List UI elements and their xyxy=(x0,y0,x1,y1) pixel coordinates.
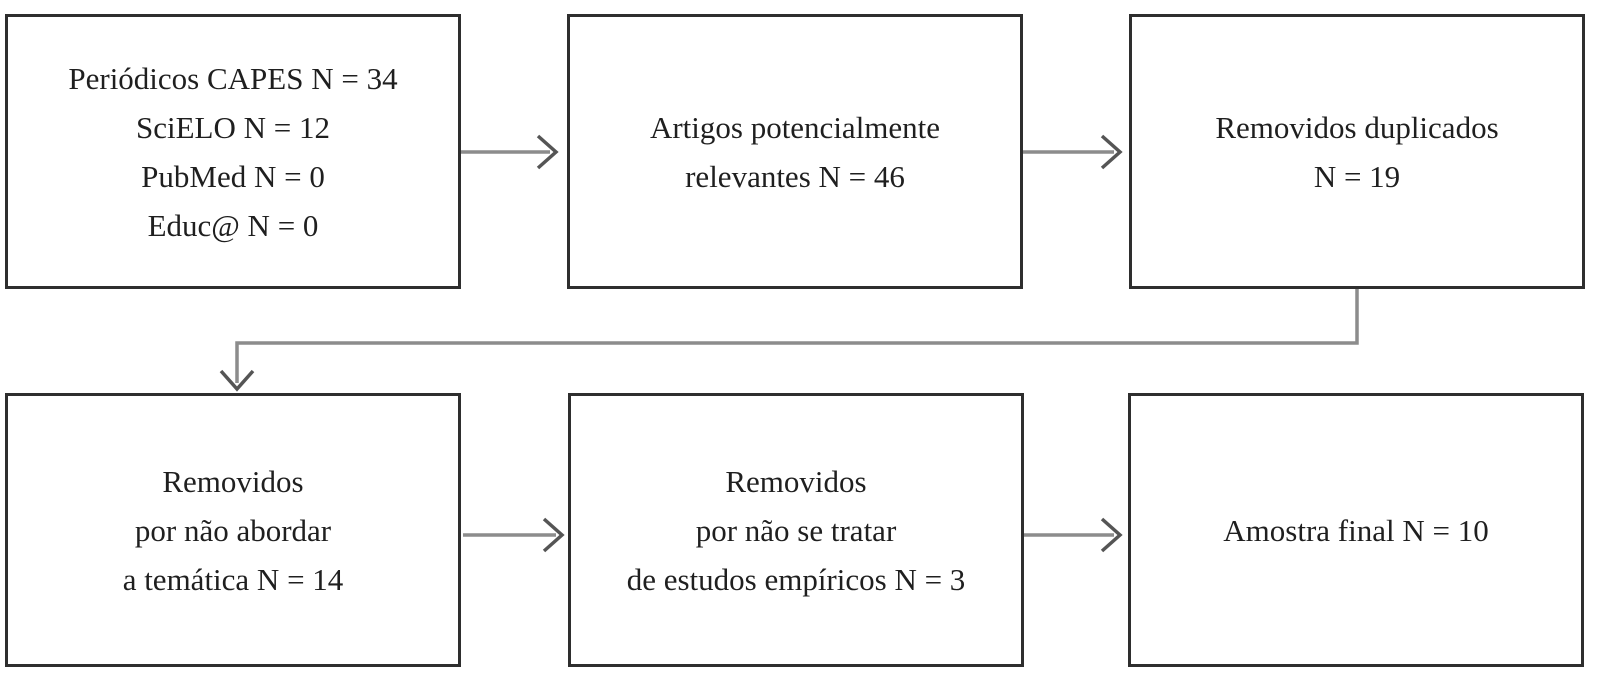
box-text-line: Removidos xyxy=(725,463,867,499)
box-text-line: SciELO N = 12 xyxy=(136,109,330,145)
down-arrowhead-icon xyxy=(219,369,255,392)
box-text-line: Removidos xyxy=(162,463,304,499)
box-duplicates-removed: Removidos duplicados N = 19 xyxy=(1129,14,1585,289)
box-text-line: de estudos empíricos N = 3 xyxy=(626,561,966,597)
box-text-line: Educ@ N = 0 xyxy=(147,207,319,243)
box-text-line: Amostra final N = 10 xyxy=(1223,512,1489,548)
box-search-sources: Periódicos CAPES N = 34 SciELO N = 12 Pu… xyxy=(5,14,461,289)
right-arrowhead-icon xyxy=(542,517,565,553)
box-text-line: relevantes N = 46 xyxy=(685,158,905,194)
box-text-line: a temática N = 14 xyxy=(122,561,344,597)
box-removed-nonempirical: Removidos por não se tratar de estudos e… xyxy=(568,393,1024,667)
box-text-line: Periódicos CAPES N = 34 xyxy=(68,60,398,96)
arrow-sources-to-relevant xyxy=(460,134,559,170)
box-text-line: por não abordar xyxy=(134,512,332,548)
box-text-line: por não se tratar xyxy=(695,512,897,548)
box-removed-offtopic: Removidos por não abordar a temática N =… xyxy=(5,393,461,667)
box-final-sample: Amostra final N = 10 xyxy=(1128,393,1584,667)
box-text-line: PubMed N = 0 xyxy=(141,158,325,194)
arrow-relevant-to-duplicates xyxy=(1023,134,1123,170)
box-text-line: Removidos duplicados xyxy=(1215,109,1499,145)
box-text-line: Artigos potencialmente xyxy=(649,109,941,145)
box-text-line: N = 19 xyxy=(1313,158,1401,194)
right-arrowhead-icon xyxy=(536,134,559,170)
right-arrowhead-icon xyxy=(1100,517,1123,553)
arrow-offtopic-to-nonempirical xyxy=(463,517,565,553)
box-potentially-relevant: Artigos potencialmente relevantes N = 46 xyxy=(567,14,1023,289)
elbow-connector-duplicates-to-offtopic xyxy=(219,289,1359,392)
arrow-nonempirical-to-final xyxy=(1023,517,1123,553)
right-arrowhead-icon xyxy=(1100,134,1123,170)
